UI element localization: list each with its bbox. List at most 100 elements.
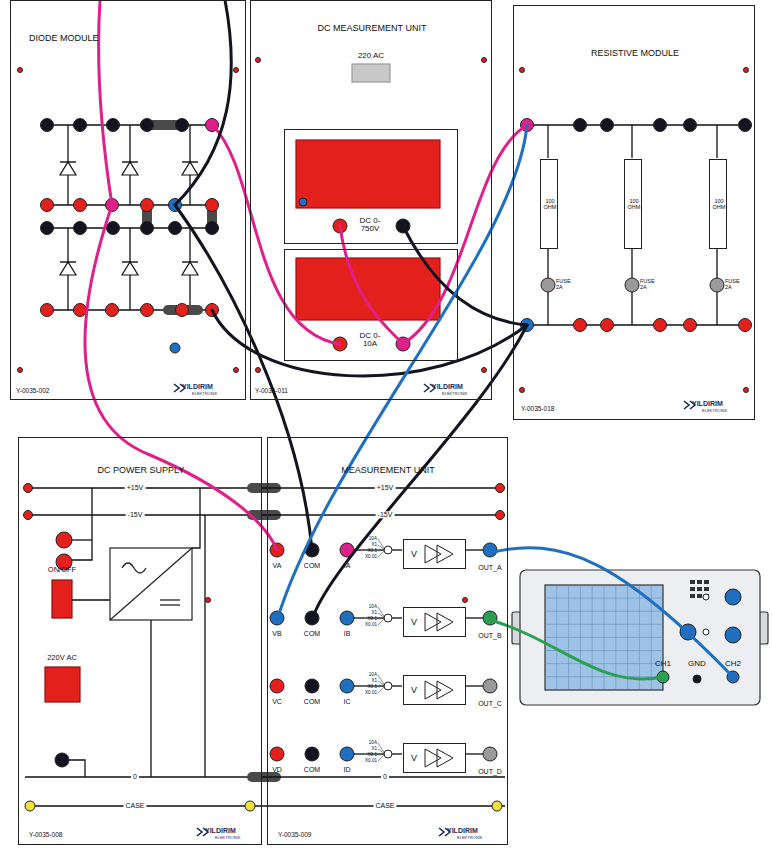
amplifier-triangle [437, 613, 453, 631]
terminal-label: VD [272, 766, 282, 773]
range-label: 10A [369, 537, 377, 542]
terminal-label: IC [344, 698, 351, 705]
terminal [106, 304, 119, 317]
module-code: Y-0035-018 [521, 406, 554, 413]
terminal-label: COM [304, 766, 320, 773]
terminal [684, 119, 697, 132]
diode-bar [182, 161, 198, 162]
rail-label: CASE [123, 802, 146, 809]
terminal [305, 747, 319, 761]
mount-screw [256, 58, 261, 63]
rail-label: -15V [376, 511, 395, 518]
terminal [55, 753, 69, 767]
bus-line [25, 776, 262, 777]
amplifier-triangle [425, 749, 441, 767]
digit-segment [704, 587, 709, 591]
terminal [41, 199, 54, 212]
switch-tick [378, 613, 385, 618]
patch-cable [175, 205, 312, 550]
terminal [41, 222, 54, 235]
mount-screw [744, 388, 749, 393]
range-label: X0.01 [365, 555, 377, 560]
bus-line [392, 685, 402, 686]
bus-line [72, 539, 92, 540]
terminal [245, 801, 255, 811]
module-code: Y-0035-008 [29, 832, 62, 839]
module-title: RESISTIVE MODULE [591, 49, 679, 58]
diode-symbol [122, 262, 138, 275]
module-title: DIODE MODULE [29, 34, 99, 43]
fuse-symbol [541, 278, 555, 292]
fuse-label: FUSE 2A [725, 279, 743, 291]
brand-logo: YILDIRIM [182, 383, 213, 390]
resistor-value: 100 OHM [710, 199, 728, 211]
digit-segment [697, 594, 702, 598]
meter-ground [283, 128, 457, 243]
module-panel: DIODE MODULEY-0035-002 [10, 0, 246, 400]
channel-label: CH2 [725, 660, 741, 668]
range-switch [384, 614, 392, 622]
brand-logo: YILDIRIM [692, 400, 723, 407]
meter-range: DC 0-10A [353, 332, 387, 349]
module-title: DC MEASUREMENT UNIT [318, 24, 427, 33]
meter-box: DC 0-750V [284, 129, 458, 244]
scope-screen [545, 585, 663, 690]
terminal [654, 119, 667, 132]
terminal-label: IA [344, 562, 351, 569]
mains-socket [45, 667, 80, 702]
terminal [74, 304, 87, 317]
terminal [340, 679, 354, 693]
meter-display [296, 140, 440, 208]
terminal-label: ID [344, 766, 351, 773]
output-jack [483, 543, 497, 557]
amplifier-box: V [403, 675, 466, 705]
terminal [492, 801, 502, 811]
bus-line [204, 515, 205, 777]
grid-line [545, 663, 663, 664]
patch-cable [490, 620, 663, 679]
module-panel [513, 5, 755, 420]
terminal [340, 611, 354, 625]
resistor-value: 100 OHM [541, 199, 559, 211]
module-title: DC POWER SUPPLY [98, 466, 185, 475]
switch-tick [378, 545, 385, 550]
switch-tick [378, 607, 385, 618]
diode-symbol [122, 162, 138, 175]
patch-cable [212, 310, 527, 376]
output-label: OUT_A [478, 564, 501, 571]
bus-line [72, 599, 110, 600]
sine-symbol [122, 563, 146, 573]
channel-label: GND [688, 660, 706, 668]
terminal [574, 119, 587, 132]
resistor-value: 100 OHM [625, 199, 643, 211]
terminal [270, 747, 284, 761]
bus-line [392, 549, 402, 550]
mount-screw [234, 68, 239, 73]
terminal [141, 199, 154, 212]
terminal [25, 801, 35, 811]
patch-cable [403, 125, 527, 344]
digit-segment [697, 580, 702, 584]
grid-line [604, 585, 605, 690]
terminal [170, 343, 180, 353]
terminal [496, 484, 505, 493]
range-label: X0.1 [368, 685, 377, 690]
mount-screw [744, 68, 749, 73]
bus-line [192, 488, 200, 548]
terminal [206, 222, 219, 235]
brand-logo: ELEKTRONIK [442, 392, 467, 396]
terminal-label: IB [344, 630, 351, 637]
amplifier-label: V [411, 550, 417, 559]
control-knob [725, 627, 741, 643]
module-panel [18, 437, 262, 845]
terminal [601, 119, 614, 132]
bus-line [465, 549, 483, 550]
terminal [41, 304, 54, 317]
mount-screw [520, 388, 525, 393]
meter-ground [283, 248, 457, 360]
meter-display [296, 258, 440, 320]
module-panel: DC MEASUREMENT UNITY-0035-011DC 0-750VDC… [250, 0, 492, 400]
switch-tick [378, 754, 385, 761]
terminal [654, 319, 667, 332]
